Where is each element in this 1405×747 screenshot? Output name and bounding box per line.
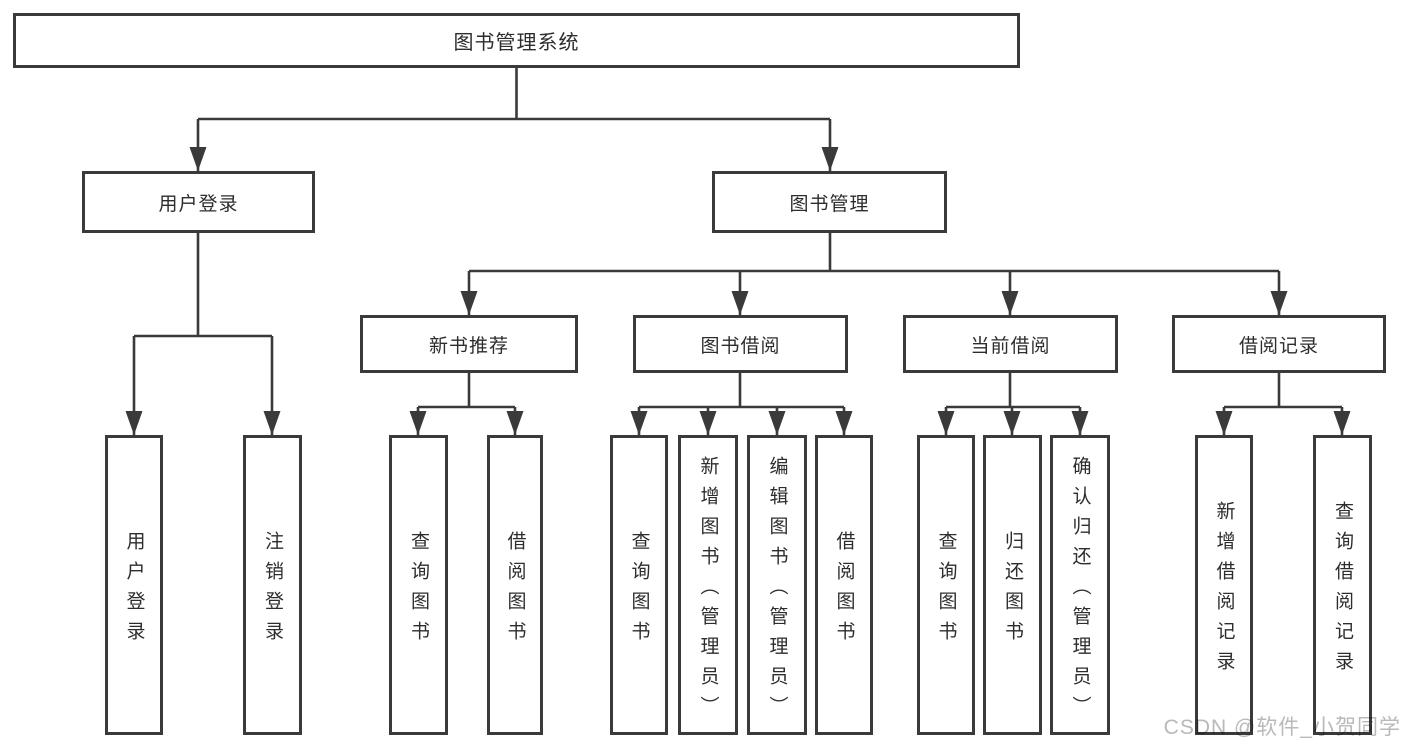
arrowhead-icon [699, 411, 717, 435]
node-root: 图书管理系统 [13, 13, 1020, 68]
arrowhead-icon [460, 291, 478, 315]
node-leaf-query-borrow-record-label: 查询借阅记录 [1332, 500, 1353, 681]
connector-path [132, 68, 1344, 435]
node-book-management: 图书管理 [712, 171, 947, 233]
node-leaf-user-login: 用户登录 [105, 435, 163, 735]
node-book-management-label: 图书管理 [789, 193, 870, 215]
arrowhead-icon [821, 147, 839, 171]
node-leaf-confirm-return-admin-label: 确认归还（管理员） [1069, 455, 1091, 726]
arrowhead-icon [506, 411, 524, 435]
node-borrow-records-label: 借阅记录 [1238, 335, 1319, 357]
arrowhead-icon [630, 411, 648, 435]
arrowhead-icon [1215, 411, 1233, 435]
node-leaf-add-books-admin: 新增图书（管理员） [678, 435, 738, 735]
node-leaf-query-books-current: 查询图书 [917, 435, 975, 735]
node-leaf-edit-books-admin: 编辑图书（管理员） [747, 435, 807, 735]
node-leaf-confirm-return-admin: 确认归还（管理员） [1050, 435, 1110, 735]
node-leaf-query-books-recommend: 查询图书 [389, 435, 448, 735]
arrowhead-icon [1071, 411, 1089, 435]
arrowhead-icon [768, 411, 786, 435]
node-leaf-logout-label: 注销登录 [262, 530, 283, 651]
node-leaf-add-borrow-record-label: 新增借阅记录 [1213, 500, 1235, 681]
node-user-login: 用户登录 [82, 171, 315, 233]
arrowhead-icon [835, 411, 853, 435]
node-new-book-recommend-label: 新书推荐 [428, 335, 509, 357]
csdn-watermark: CSDN @软件_小贺同学 [1163, 716, 1401, 739]
node-leaf-borrow-books-label: 借阅图书 [833, 530, 855, 651]
node-leaf-return-books: 归还图书 [983, 435, 1042, 735]
node-leaf-query-books-borrow: 查询图书 [610, 435, 668, 735]
arrowhead-icon [409, 411, 427, 435]
arrowhead-icon [1270, 291, 1288, 315]
node-book-borrow: 图书借阅 [633, 315, 848, 373]
arrowhead-icon [731, 291, 749, 315]
node-leaf-logout: 注销登录 [243, 435, 302, 735]
node-leaf-edit-books-admin-label: 编辑图书（管理员） [766, 455, 788, 726]
node-leaf-add-books-admin-label: 新增图书（管理员） [697, 455, 719, 726]
node-leaf-user-login-label: 用户登录 [123, 530, 145, 651]
node-user-login-label: 用户登录 [158, 193, 239, 215]
node-current-borrow-label: 当前借阅 [970, 335, 1051, 357]
node-leaf-query-books-current-label: 查询图书 [935, 530, 957, 651]
arrowhead-icon [1333, 411, 1351, 435]
node-leaf-borrow-books: 借阅图书 [815, 435, 873, 735]
node-leaf-borrow-books-recommend-label: 借阅图书 [504, 530, 526, 651]
node-leaf-query-books-recommend-label: 查询图书 [408, 530, 429, 651]
arrowhead-icon [263, 411, 281, 435]
node-leaf-query-books-borrow-label: 查询图书 [628, 530, 650, 651]
node-leaf-return-books-label: 归还图书 [1002, 530, 1023, 651]
node-book-borrow-label: 图书借阅 [700, 335, 781, 357]
arrowhead-icon [1003, 411, 1021, 435]
node-leaf-borrow-books-recommend: 借阅图书 [487, 435, 543, 735]
node-leaf-query-borrow-record: 查询借阅记录 [1313, 435, 1372, 735]
node-new-book-recommend: 新书推荐 [360, 315, 578, 373]
node-current-borrow: 当前借阅 [903, 315, 1118, 373]
arrowhead-icon [189, 147, 207, 171]
node-root-label: 图书管理系统 [453, 32, 580, 54]
node-leaf-add-borrow-record: 新增借阅记录 [1195, 435, 1253, 735]
arrowhead-icon [937, 411, 955, 435]
node-borrow-records: 借阅记录 [1172, 315, 1386, 373]
arrowhead-icon [125, 411, 143, 435]
arrowhead-icon [1001, 291, 1019, 315]
